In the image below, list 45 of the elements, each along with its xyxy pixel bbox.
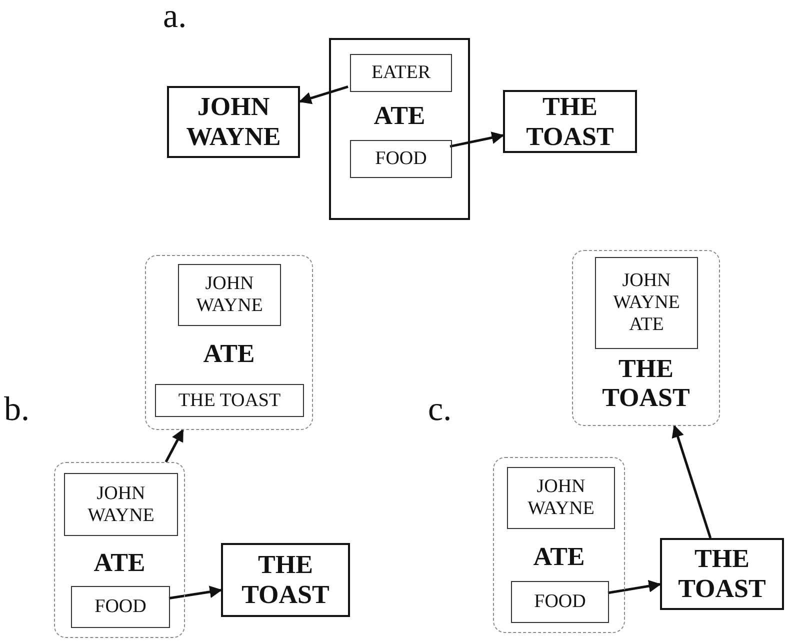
dashed-group bbox=[493, 457, 625, 633]
node-label: FOOD bbox=[375, 148, 427, 170]
node-label: JOHN WAYNE bbox=[195, 273, 264, 317]
arrow bbox=[164, 428, 184, 463]
concept-box bbox=[595, 257, 698, 349]
node-label: THE TOAST bbox=[525, 92, 615, 152]
node-label: JOHN WAYNE bbox=[86, 482, 156, 526]
node-label: JOHN WAYNE bbox=[185, 92, 282, 152]
node-label: THE TOAST bbox=[178, 390, 281, 412]
panel-label: a. bbox=[163, 0, 187, 34]
node-label: ATE bbox=[372, 102, 426, 131]
dashed-group bbox=[54, 462, 185, 638]
arrow bbox=[168, 586, 222, 600]
dashed-group bbox=[572, 250, 720, 426]
concept-frame bbox=[329, 38, 470, 220]
concept-box bbox=[178, 264, 281, 326]
panel-label: c. bbox=[428, 393, 452, 427]
node-label: JOHN WAYNE ATE bbox=[612, 270, 681, 336]
node-label: THE TOAST bbox=[601, 355, 691, 412]
concept-box bbox=[221, 543, 350, 617]
concept-box bbox=[511, 581, 609, 623]
node-label: FOOD bbox=[94, 596, 146, 618]
concept-box bbox=[507, 467, 615, 529]
node-label: EATER bbox=[371, 62, 431, 84]
concept-box bbox=[350, 140, 452, 178]
node-label: FOOD bbox=[534, 591, 586, 613]
node-label: ATE bbox=[532, 543, 586, 572]
panel-label: b. bbox=[4, 393, 30, 427]
concept-box bbox=[350, 54, 452, 92]
node-label: THE TOAST bbox=[677, 544, 767, 604]
arrow bbox=[450, 132, 504, 148]
concept-box bbox=[167, 86, 300, 158]
arrow bbox=[672, 424, 712, 538]
node-label: THE TOAST bbox=[240, 550, 330, 610]
node-label: ATE bbox=[92, 549, 146, 578]
arrow bbox=[608, 580, 662, 594]
arrow bbox=[298, 86, 348, 104]
concept-box bbox=[155, 384, 304, 417]
concept-box bbox=[71, 586, 170, 628]
node-label: ATE bbox=[202, 340, 256, 369]
concept-box bbox=[64, 473, 178, 536]
concept-box bbox=[660, 538, 784, 610]
node-label: JOHN WAYNE bbox=[526, 476, 596, 520]
concept-box bbox=[503, 90, 637, 153]
dashed-group bbox=[145, 255, 313, 430]
